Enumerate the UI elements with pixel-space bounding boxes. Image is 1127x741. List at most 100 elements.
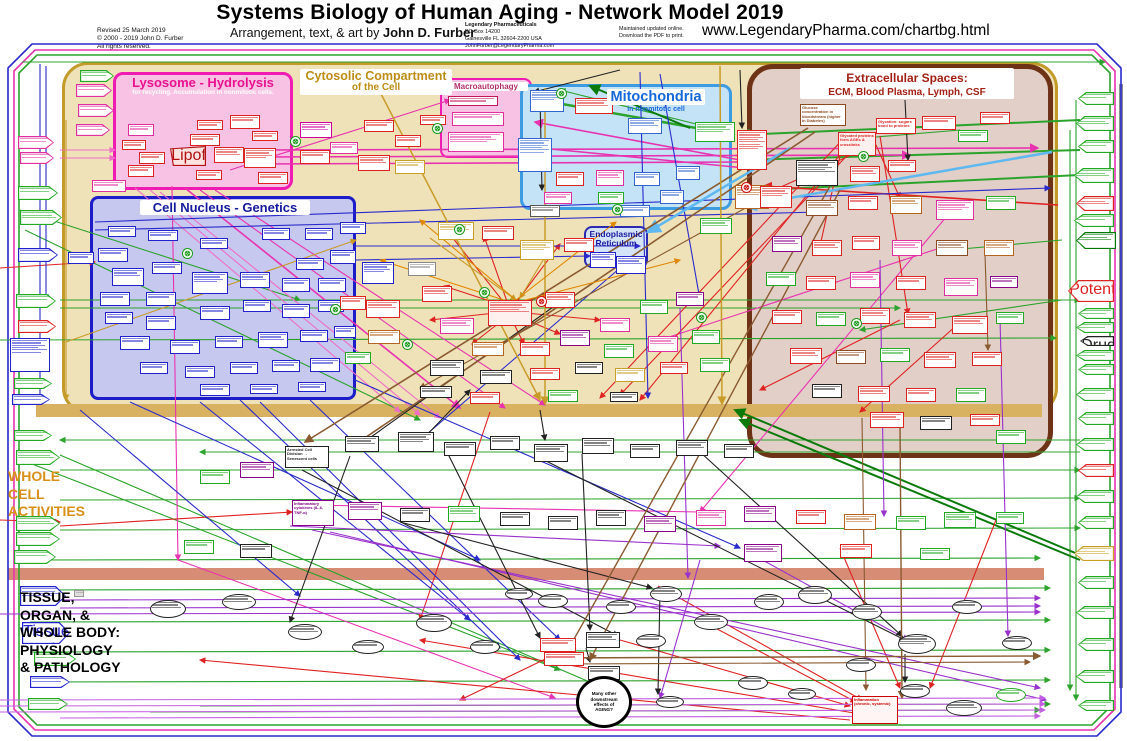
edge — [257, 143, 1040, 153]
edge — [999, 317, 1012, 638]
edge — [419, 219, 517, 301]
edge — [539, 409, 548, 442]
frame-line — [18, 54, 1111, 726]
edge — [459, 651, 561, 701]
edge — [838, 129, 961, 143]
edge — [658, 559, 701, 700]
edge — [514, 311, 602, 323]
edge — [0, 608, 1042, 616]
lysosome-title: Lysosome - Hydrolysis — [132, 75, 274, 90]
edge — [533, 118, 741, 161]
edge — [199, 401, 471, 621]
edge — [0, 334, 1058, 342]
site-url[interactable]: www.LegendaryPharma.com/chartbg.html — [702, 22, 990, 39]
edge — [59, 524, 1082, 532]
mitochondria-label: Mitochondria in nonmitotic cell — [582, 88, 730, 113]
edge — [904, 99, 912, 162]
cell-bottom-band — [36, 404, 1042, 417]
page-title: Systems Biology of Human Aging - Network… — [216, 1, 784, 24]
credit-line: Arrangement, text, & art by John D. Furb… — [230, 25, 475, 40]
revision-notice: Revised 25 March 2019 © 2000 - 2019 John… — [97, 27, 184, 51]
edge — [177, 559, 557, 700]
edge — [419, 389, 471, 443]
credit-prefix: Arrangement, text, & art by — [230, 26, 383, 40]
mitochondria-subtitle: in nonmitotic cell — [627, 106, 685, 113]
edge — [717, 65, 727, 406]
edge — [588, 84, 691, 129]
edge — [619, 639, 852, 708]
edge — [301, 469, 619, 637]
edge — [589, 189, 841, 662]
edge — [0, 259, 97, 269]
edge — [539, 457, 906, 641]
edge — [733, 408, 1081, 556]
edge — [482, 234, 511, 311]
edge — [29, 676, 1052, 684]
author-name: John D. Furber — [382, 25, 476, 40]
publisher-name: Legendary Pharmaceuticals — [465, 22, 537, 28]
edge — [738, 119, 1081, 141]
edge — [447, 231, 511, 311]
ecm-subtitle: ECM, Blood Plasma, Lymph, CSF — [828, 87, 986, 98]
edge — [257, 157, 747, 167]
edge — [619, 143, 859, 396]
edge — [519, 251, 549, 299]
edge — [839, 547, 901, 690]
tissue-organ-label: TISSUE, ORGAN, & WHOLE BODY: PHYSIOLOGY … — [20, 589, 121, 675]
edge — [399, 521, 654, 590]
nucleus-label: Cell Nucleus - Genetics — [140, 200, 310, 215]
edge — [538, 95, 546, 192]
edge — [129, 401, 482, 561]
edge — [699, 209, 953, 513]
edge — [303, 127, 809, 443]
edge — [257, 150, 912, 160]
publisher-block: Legendary Pharmaceuticals PO Box 14200 G… — [465, 22, 554, 50]
edge — [19, 209, 302, 302]
edge — [658, 247, 941, 342]
edge — [509, 315, 525, 345]
edge — [198, 657, 851, 721]
edge — [657, 585, 863, 701]
edge — [741, 150, 1053, 212]
edge — [59, 712, 1042, 720]
cytosol-subtitle: of the Cell — [351, 82, 401, 94]
edge — [229, 98, 452, 171]
edge — [288, 455, 351, 624]
edge — [518, 142, 746, 169]
tissue-divider-band — [8, 568, 1044, 580]
edge — [858, 299, 1063, 333]
edge — [447, 453, 541, 639]
edge — [948, 239, 1063, 253]
edge — [984, 253, 992, 352]
edge — [517, 258, 682, 303]
cytosol-title: Cytosolic Compartment — [305, 69, 447, 83]
edge — [515, 221, 617, 301]
edge — [289, 525, 722, 550]
edge — [59, 454, 622, 696]
edge — [738, 69, 746, 130]
edge — [29, 646, 1052, 654]
ecm-title: Extracellular Spaces: — [846, 71, 968, 85]
edge — [532, 69, 621, 94]
edge — [859, 323, 959, 413]
edge — [743, 149, 1081, 166]
cytosol-label: Cytosolic Compartment of the Cell — [300, 69, 452, 95]
edge — [544, 651, 1042, 661]
frame-line — [7, 43, 1122, 737]
edge — [558, 88, 701, 126]
lysosome-subtitle: for recycling. Accumulation in nonmitoti… — [132, 89, 274, 96]
edge — [59, 602, 1042, 610]
maintained-notice: Maintained updated online. Download the … — [619, 26, 684, 40]
edge — [59, 509, 294, 527]
edge — [738, 418, 1081, 561]
edge — [564, 185, 831, 657]
edge — [199, 189, 506, 409]
edge — [581, 453, 594, 632]
edge — [149, 189, 421, 416]
ecm-label: Extracellular Spaces: ECM, Blood Plasma,… — [800, 68, 1014, 99]
edge — [348, 131, 816, 449]
edge — [747, 551, 909, 641]
